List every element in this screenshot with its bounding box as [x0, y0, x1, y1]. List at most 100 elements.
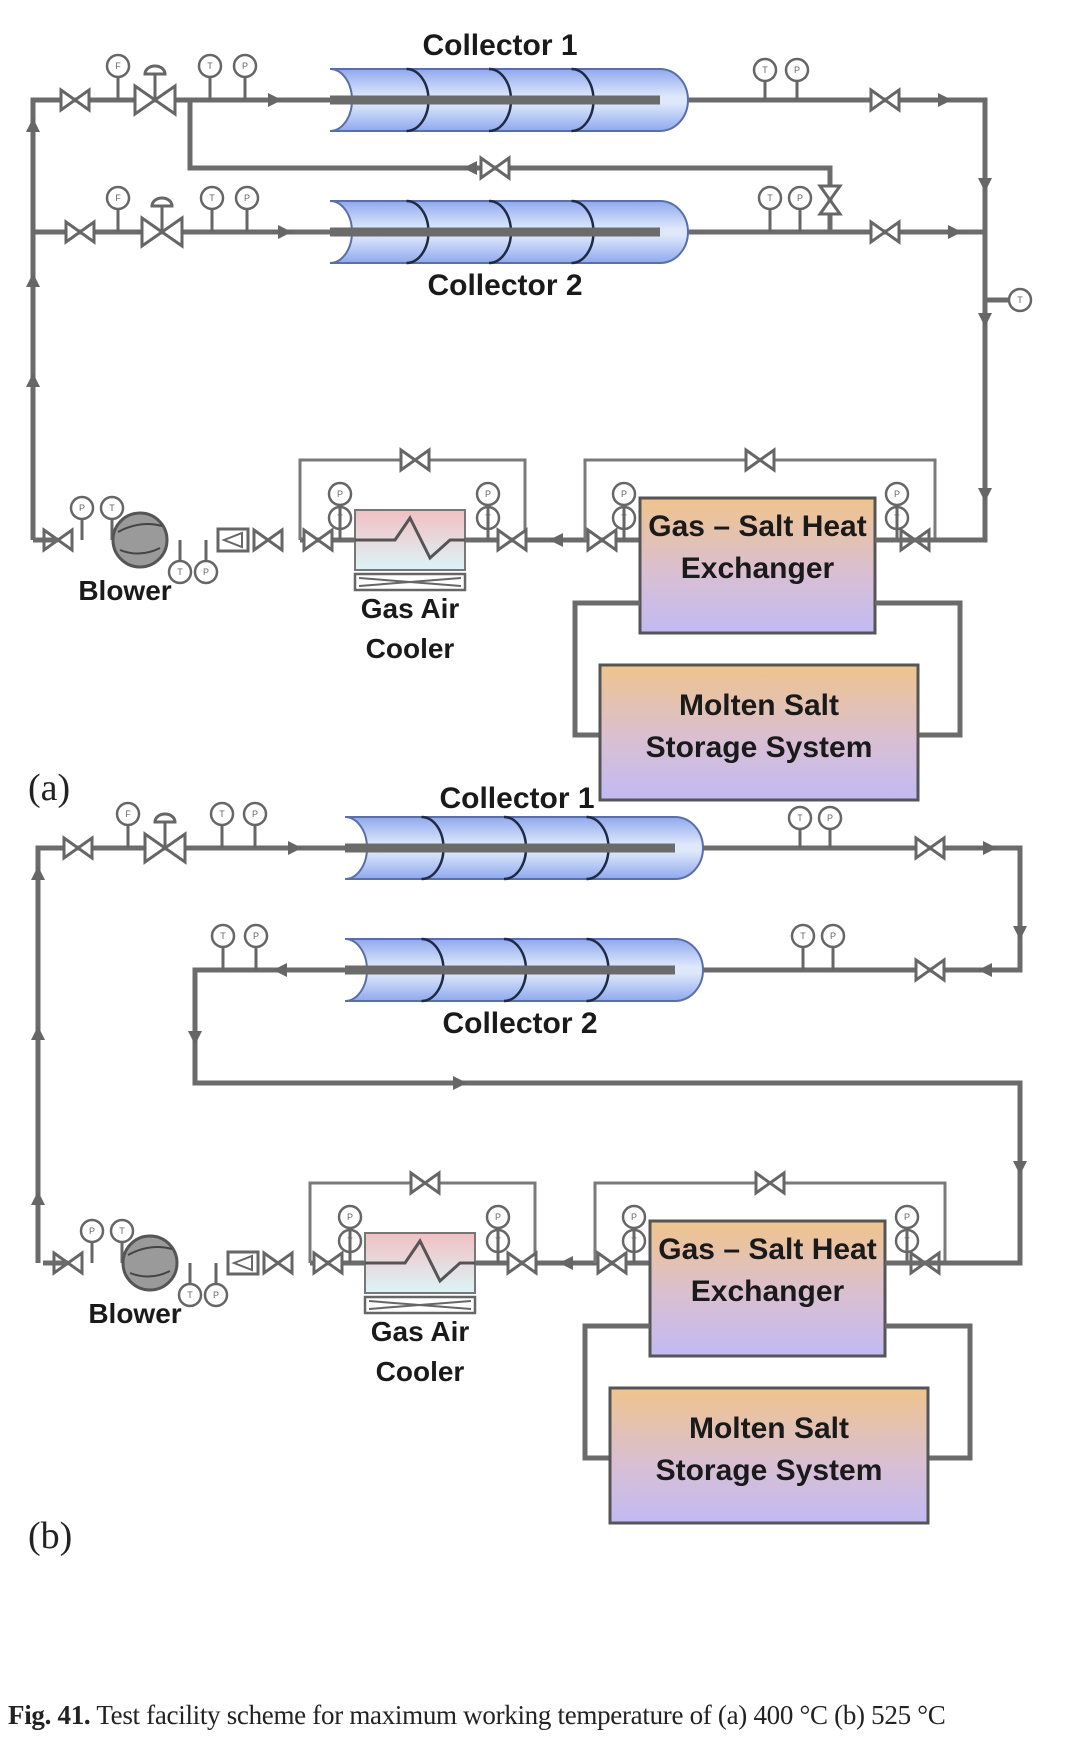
fan-blades — [358, 577, 462, 587]
instrument-letter: P — [89, 1226, 95, 1236]
instrument-t-icon: T — [197, 53, 223, 100]
salt-supply-line — [875, 600, 963, 738]
instrument-p-icon: P — [203, 1263, 229, 1308]
blower-label: Blower — [78, 575, 171, 606]
valve-body — [817, 184, 843, 216]
instrument-circle — [621, 1204, 647, 1230]
instrument-circle — [787, 185, 813, 211]
cooler-label-line1: Gas Air — [361, 593, 460, 624]
flow-arrow-icon — [549, 533, 563, 547]
instrument-f-icon: F — [115, 801, 141, 848]
instrument-p-icon: P — [485, 1204, 511, 1263]
panel-label-b: (b) — [28, 1515, 72, 1557]
valve-body — [59, 87, 91, 113]
flow-arrow-icon — [559, 1256, 573, 1270]
instrument-circle — [79, 1218, 105, 1244]
flow-arrow-icon — [1013, 926, 1027, 940]
instrument-letter: T — [220, 931, 226, 941]
valve-icon — [596, 1250, 628, 1276]
instrument-letter: T — [187, 1290, 193, 1300]
control-valve-icon — [140, 196, 184, 249]
instrument-letter: T — [109, 503, 115, 513]
instrument-letter: P — [79, 503, 85, 513]
instrument-circle — [243, 923, 269, 949]
instrument-p-icon: P — [242, 801, 268, 848]
instrument-p-icon: P — [243, 923, 269, 970]
instrument-circle — [234, 185, 260, 211]
collector-2-label: Collector 2 — [427, 269, 582, 302]
valve-body — [399, 447, 431, 473]
instrument-t-icon: T — [790, 923, 816, 970]
flow-arrow-icon — [948, 225, 962, 239]
flow-arrow-icon — [978, 178, 992, 192]
valve-body — [479, 155, 511, 181]
instrument-letter: T — [209, 193, 215, 203]
actuator-icon — [150, 196, 174, 208]
valve-icon — [409, 1170, 441, 1196]
instrument-t-icon: T — [167, 540, 193, 585]
instrument-circle — [115, 801, 141, 827]
blower — [111, 511, 169, 569]
flow-arrow-icon — [26, 273, 40, 287]
collector-1-label: Collector 1 — [422, 29, 577, 62]
molten-salt-storage — [608, 1386, 930, 1525]
instrument-f-icon: F — [105, 185, 131, 232]
instrument-circle — [327, 481, 353, 507]
instrument-p-icon: P — [475, 481, 501, 540]
instrument-p-icon: P — [232, 53, 258, 100]
valve-body — [409, 1170, 441, 1196]
instrument-letter: T — [800, 931, 806, 941]
instrument-p-icon: P — [193, 540, 219, 585]
storage-label-line2: Storage System — [646, 731, 873, 764]
gas-salt-heat-exchanger — [648, 1219, 887, 1358]
instrument-t-icon: T — [787, 805, 813, 848]
instrument-letter: P — [794, 65, 800, 75]
instrument-circle — [820, 923, 846, 949]
valve-body — [869, 87, 901, 113]
instrument-letter: P — [797, 193, 803, 203]
instrument-p-icon: P — [884, 481, 910, 540]
instrument-circle — [611, 481, 637, 507]
valve-icon — [817, 184, 843, 216]
valve-body — [586, 527, 618, 553]
instrument-circle — [475, 481, 501, 507]
valve-icon — [62, 835, 94, 861]
actuator-icon — [153, 812, 177, 824]
valve-icon — [302, 527, 334, 553]
collector-2 — [329, 199, 689, 265]
instrument-letter: F — [115, 61, 121, 71]
valve-icon — [586, 527, 618, 553]
instrument-letter: T — [1017, 295, 1023, 305]
blower-icon — [111, 511, 169, 569]
valve-icon — [479, 155, 511, 181]
flow-arrow-icon — [26, 373, 40, 387]
valve-icon — [744, 447, 776, 473]
flow-arrow-icon — [938, 93, 952, 107]
blower-label: Blower — [88, 1298, 181, 1329]
valve-icon — [496, 527, 528, 553]
valve-body — [744, 447, 776, 473]
caption-text: Test facility scheme for maximum working… — [96, 1700, 946, 1730]
instrument-circle — [817, 805, 843, 831]
valve-icon — [506, 1250, 538, 1276]
instrument-letter: P — [213, 1290, 219, 1300]
instrument-circle — [203, 1282, 229, 1308]
valve-icon — [754, 1170, 786, 1196]
valve-icon — [59, 87, 91, 113]
blower — [121, 1234, 179, 1292]
instrument-circle — [210, 923, 236, 949]
instrument-t-icon: T — [1007, 287, 1033, 313]
instrument-circle — [99, 495, 125, 521]
instrument-letter: T — [207, 61, 213, 71]
blower-icon — [121, 1234, 179, 1292]
valve-icon — [914, 835, 946, 861]
cooler-label-line2: Cooler — [376, 1356, 465, 1387]
instrument-letter: P — [827, 813, 833, 823]
instrument-letter: T — [762, 65, 768, 75]
instrument-circle — [105, 185, 131, 211]
instrument-letter: P — [621, 489, 627, 499]
flow-arrow-icon — [31, 1191, 45, 1205]
instrument-circle — [757, 185, 783, 211]
instrument-circle — [109, 1218, 135, 1244]
